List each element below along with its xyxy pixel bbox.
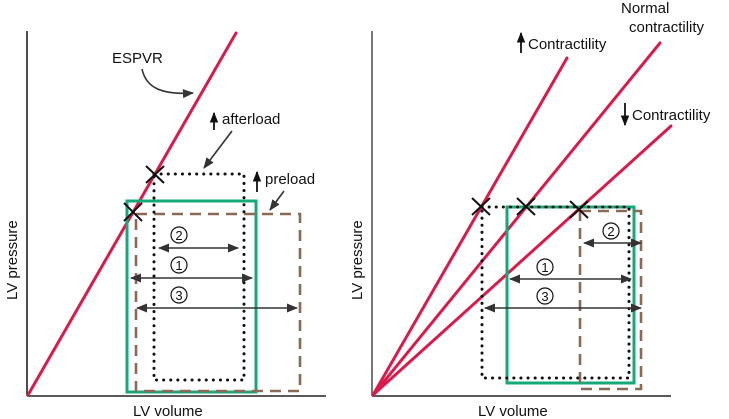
marker-3-circle bbox=[536, 287, 554, 305]
end-systolic-point-normal bbox=[516, 197, 536, 216]
decreased-contractility-loop bbox=[578, 209, 643, 391]
end-systolic-point-increased bbox=[471, 197, 491, 216]
marker-2-label: 2 bbox=[175, 228, 182, 243]
espvr-decreased-contractility bbox=[371, 124, 673, 397]
marker-3-label: 3 bbox=[541, 289, 548, 304]
espvr-label: ESPVR bbox=[112, 50, 163, 67]
right-panel: LV pressure LV volume Contractility Norm… bbox=[349, 0, 711, 419]
preload-pointer-arrow bbox=[269, 190, 285, 211]
normal-contractility-label-line1: Normal bbox=[621, 0, 669, 17]
left-x-axis-label: LV volume bbox=[133, 403, 203, 419]
espvr-increased-contractility bbox=[371, 56, 569, 397]
normal-loop bbox=[505, 205, 636, 385]
marker-2-circle bbox=[602, 222, 620, 240]
marker-3-circle bbox=[170, 286, 188, 304]
right-x-axis-label: LV volume bbox=[478, 403, 548, 419]
afterload-pointer-arrow bbox=[203, 130, 233, 169]
espvr-normal-contractility bbox=[371, 41, 662, 397]
end-systolic-point-decreased bbox=[569, 200, 589, 219]
preload-label: preload bbox=[265, 171, 315, 188]
left-y-axis-label: LV pressure bbox=[4, 220, 21, 300]
marker-2-circle bbox=[170, 226, 188, 244]
afterload-loop bbox=[152, 172, 246, 382]
left-panel: LV pressure LV volume ESPVR afterload pr… bbox=[4, 31, 326, 419]
espvr-pointer-arrow bbox=[141, 68, 195, 99]
marker-1-label: 1 bbox=[175, 258, 182, 273]
increased-contractility-loop bbox=[480, 205, 631, 380]
end-systolic-point-afterload bbox=[145, 165, 165, 184]
normal-contractility-label-line2: contractility bbox=[629, 19, 705, 36]
marker-1-circle bbox=[170, 256, 188, 274]
increased-contractility-label: Contractility bbox=[528, 36, 607, 53]
end-systolic-point-normal bbox=[123, 202, 143, 222]
preload-loop bbox=[134, 212, 302, 393]
decreased-contractility-label: Contractility bbox=[632, 107, 711, 124]
normal-loop bbox=[125, 199, 258, 394]
marker-3-label: 3 bbox=[175, 288, 182, 303]
marker-1-label: 1 bbox=[541, 260, 548, 275]
marker-2-label: 2 bbox=[607, 224, 614, 239]
marker-1-circle bbox=[536, 258, 554, 276]
right-y-axis-label: LV pressure bbox=[349, 220, 366, 300]
afterload-label: afterload bbox=[222, 111, 280, 128]
